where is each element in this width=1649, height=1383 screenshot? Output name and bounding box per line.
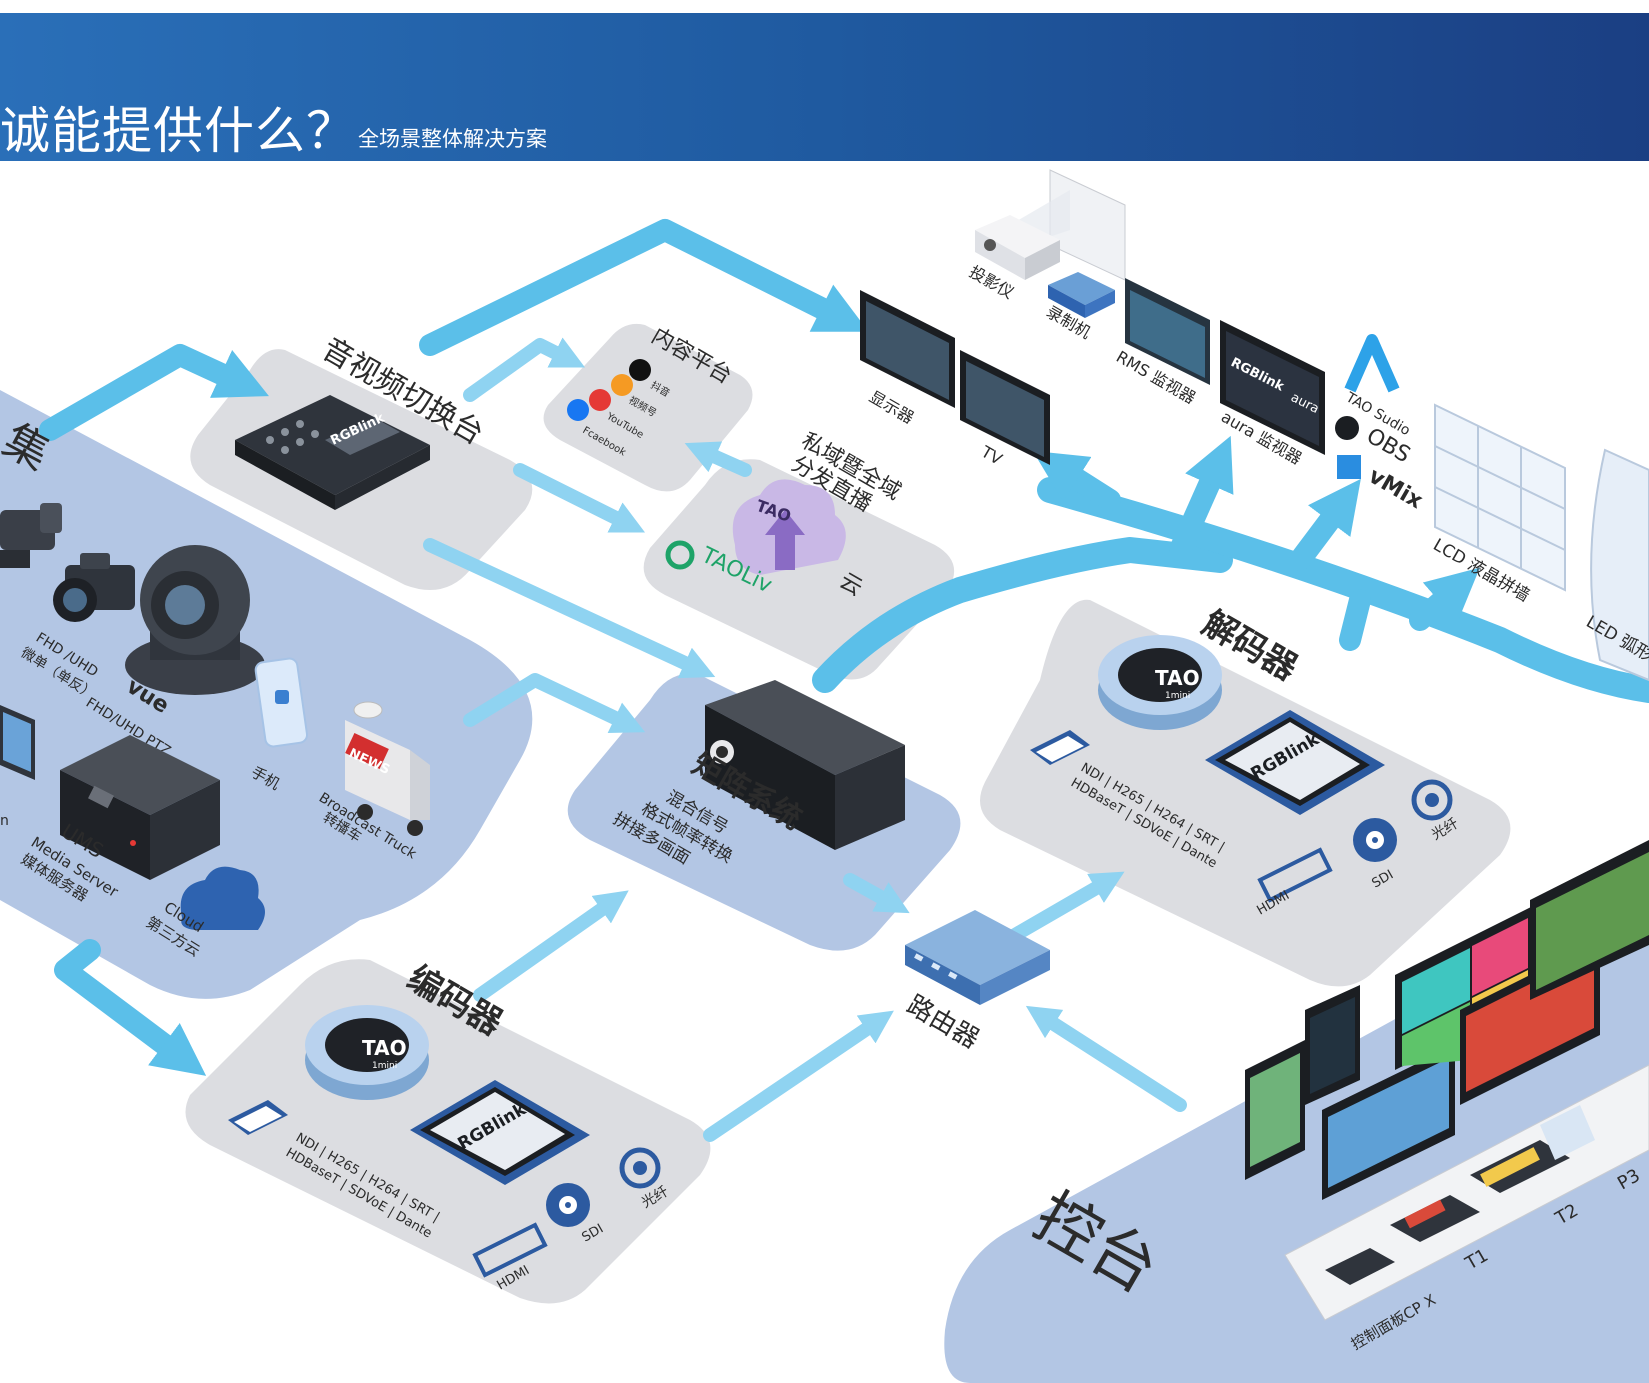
arrow-cloud-to-platform [684, 441, 752, 477]
media-server-icon [60, 735, 220, 880]
taoliv-logo-icon [665, 540, 695, 570]
decoder-fiber-icon [1411, 779, 1453, 821]
arrow-switcher-to-cloud [513, 463, 646, 533]
encoder-device-icon: RGBlink [410, 1080, 590, 1185]
arrow-matrix-to-router [843, 873, 910, 914]
arrow-switcher-to-display [419, 219, 869, 356]
arrow-encoder-to-router [703, 1010, 894, 1142]
tv-icon [960, 350, 1050, 465]
obs-icon [1335, 416, 1359, 440]
projector-icon [975, 215, 1060, 280]
decoder-network-icon [1030, 730, 1090, 765]
broadcast-truck-icon: NEWS [345, 701, 430, 836]
page-title: 诚能提供什么？ [0, 102, 357, 160]
cloud-icon [180, 866, 265, 930]
page-subtitle: 全场景整体解决方案 [358, 127, 547, 151]
arrow-bus-to-aura [1169, 435, 1234, 561]
channels-icon [611, 374, 633, 396]
decoder-hdmi-icon [1257, 847, 1333, 903]
encoder-tao-icon: TAO 1mini [305, 1005, 429, 1100]
encoder-tao-name: TAO [362, 1036, 407, 1060]
decoder-tao-icon: TAO 1mini [1098, 635, 1222, 730]
video-camera-icon [0, 503, 62, 568]
arrow-bus-to-tao [1289, 478, 1361, 571]
tiktok-icon [629, 359, 651, 381]
arrow-matrix-to-outputs [812, 537, 1233, 693]
display-label: 显示器 [866, 387, 917, 427]
decoder-sdi-icon [1353, 818, 1397, 862]
arrow-switcher-to-platform [463, 337, 586, 402]
tao-cloud-icon: TAO [732, 479, 846, 575]
decoder-device-icon: RGBlink [1205, 710, 1385, 815]
flow-arrows [39, 219, 1649, 1142]
control-group: 控台 控制面板CP [1022, 840, 1649, 1353]
arrow-encoder-to-matrix [473, 890, 629, 1002]
arrow-switcher-to-matrix [423, 538, 716, 679]
laptop-partial-label: n [0, 813, 9, 829]
arrow-bus-to-lcd [1409, 567, 1480, 631]
recorder-icon [1048, 272, 1115, 318]
arrow-control-to-router [1025, 1005, 1187, 1112]
display-icon [860, 290, 955, 408]
youtube-icon [589, 389, 611, 411]
encoder-fiber-icon [619, 1147, 661, 1189]
arrow-bus-to-tv [1032, 450, 1121, 511]
vmix-label: vMix [1364, 464, 1427, 515]
vmix-icon [1337, 455, 1361, 479]
decoder-tao-name: TAO [1155, 666, 1200, 690]
control-panel-devices [1325, 1105, 1595, 1285]
ptz-camera-icon [125, 545, 265, 695]
phone-icon [254, 657, 309, 748]
matrix-device-icon [705, 680, 905, 850]
outputs-group: 投影仪 录制机 RMS 监视器 RGBlink aura aura 监视器 显示… [860, 169, 1649, 682]
encoder-hdmi-icon [472, 1222, 548, 1278]
arrow-decoder-to-bus [1339, 589, 1371, 651]
facebook-icon [567, 399, 589, 421]
decoder-tao-sub: 1mini [1165, 691, 1190, 701]
rms-monitor-icon [1125, 278, 1210, 385]
header-banner: 诚能提供什么？ 全场景整体解决方案 [0, 13, 1649, 161]
laptop-icon [0, 705, 35, 780]
led-wall-icon [1590, 448, 1649, 682]
arrow-sources-to-encoder [54, 939, 207, 1076]
encoder-tao-sub: 1mini [372, 1061, 397, 1071]
tv-label: TV [977, 442, 1005, 469]
router-device-icon [905, 910, 1050, 1005]
arrow-router-to-decoder [1008, 871, 1125, 942]
lcd-wall-icon [1434, 403, 1566, 592]
multiview-monitors [1245, 840, 1649, 1200]
switcher-device-icon: RGBlink [235, 395, 430, 510]
arrow-sources-to-matrix [463, 673, 646, 733]
tao-studio-logo-icon [1344, 334, 1400, 393]
encoder-sdi-icon [546, 1183, 590, 1227]
encoder-network-icon [228, 1100, 288, 1135]
dslr-camera-icon [53, 553, 135, 622]
arrow-sources-to-switcher [39, 344, 269, 441]
aura-monitor-icon: RGBlink aura [1220, 320, 1325, 455]
